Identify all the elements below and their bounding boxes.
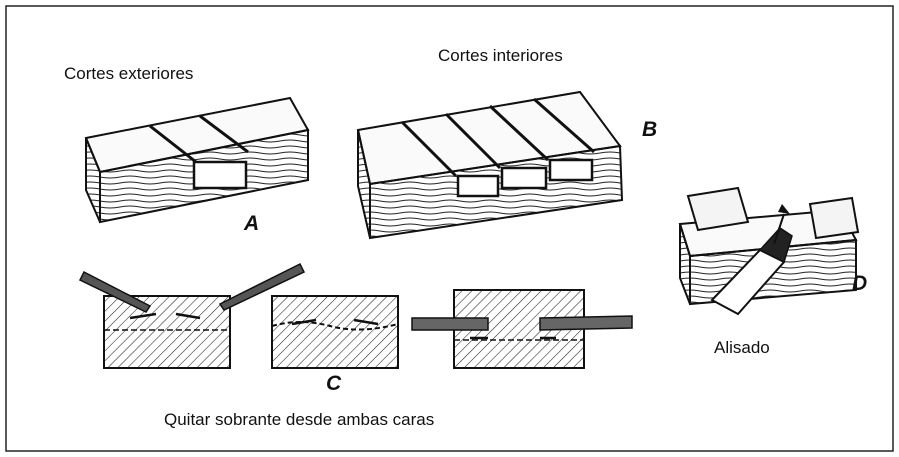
alisado-label: Alisado (714, 338, 770, 357)
figure-c-block-1 (78, 262, 306, 369)
quitar-sobrante-label: Quitar sobrante desde ambas caras (164, 410, 435, 429)
figure-letter-c: C (326, 372, 342, 395)
figure-a-board (84, 96, 310, 224)
cortes-interiores-label: Cortes interiores (438, 46, 563, 65)
figure-c-block-2 (271, 295, 399, 369)
cortes-exteriores-label: Cortes exteriores (64, 64, 194, 83)
figure-letter-b: B (642, 118, 658, 141)
figure-c-block-3 (411, 289, 633, 369)
figure-d-board (678, 186, 860, 316)
figure-letter-a: A (244, 212, 260, 235)
figure-b-board (356, 90, 624, 240)
diagram-border (5, 5, 894, 452)
figure-letter-d: D (852, 272, 868, 295)
